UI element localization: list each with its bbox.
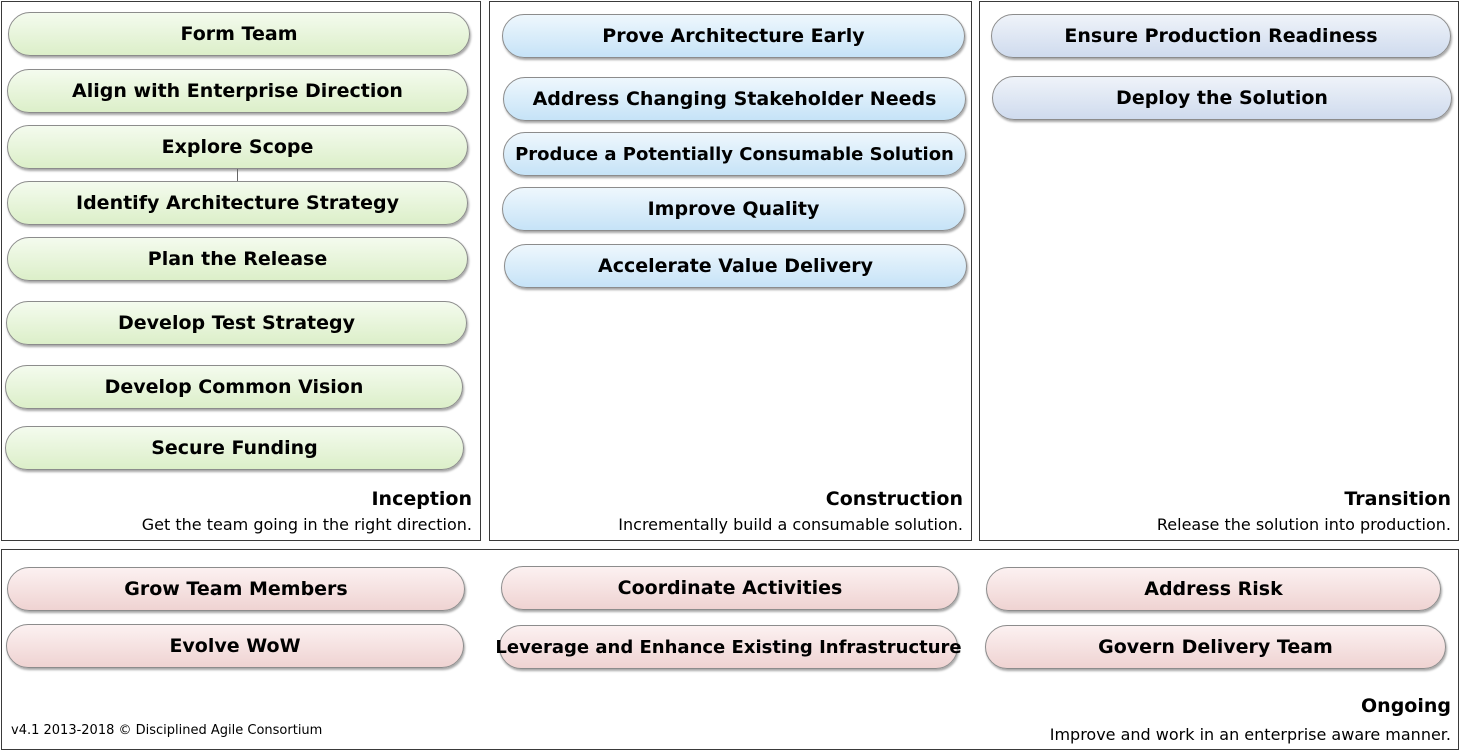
- goal-prove-architecture-early[interactable]: Prove Architecture Early: [502, 14, 965, 58]
- goal-improve-quality[interactable]: Improve Quality: [502, 187, 965, 231]
- transition-description: Release the solution into production.: [1156, 515, 1451, 534]
- inception-description: Get the team going in the right directio…: [141, 515, 472, 534]
- goal-govern-delivery-team[interactable]: Govern Delivery Team: [985, 625, 1446, 669]
- construction-title: Construction: [825, 488, 963, 510]
- goal-develop-common-vision[interactable]: Develop Common Vision: [5, 365, 463, 409]
- goal-develop-test-strategy[interactable]: Develop Test Strategy: [6, 301, 467, 345]
- goal-connector-line: [237, 169, 238, 181]
- goal-accelerate-value-delivery[interactable]: Accelerate Value Delivery: [504, 244, 967, 288]
- goal-coordinate-activities[interactable]: Coordinate Activities: [501, 566, 959, 610]
- goal-evolve-wow[interactable]: Evolve WoW: [6, 624, 464, 668]
- inception-title: Inception: [371, 488, 472, 510]
- goal-form-team[interactable]: Form Team: [8, 12, 470, 56]
- goal-secure-funding[interactable]: Secure Funding: [5, 426, 464, 470]
- ongoing-description: Improve and work in an enterprise aware …: [1049, 725, 1451, 744]
- goal-leverage-and-enhance-existing-infrastructure[interactable]: Leverage and Enhance Existing Infrastruc…: [495, 625, 962, 669]
- transition-title: Transition: [1344, 488, 1451, 510]
- goal-grow-team-members[interactable]: Grow Team Members: [7, 567, 465, 611]
- goal-address-changing-stakeholder-needs[interactable]: Address Changing Stakeholder Needs: [503, 77, 966, 121]
- goal-identify-architecture-strategy[interactable]: Identify Architecture Strategy: [7, 181, 468, 225]
- goal-explore-scope[interactable]: Explore Scope: [7, 125, 468, 169]
- goal-address-risk[interactable]: Address Risk: [986, 567, 1441, 611]
- goal-ensure-production-readiness[interactable]: Ensure Production Readiness: [991, 14, 1451, 58]
- goal-deploy-the-solution[interactable]: Deploy the Solution: [992, 76, 1452, 120]
- construction-description: Incrementally build a consumable solutio…: [618, 515, 963, 534]
- goal-align-with-enterprise-direction[interactable]: Align with Enterprise Direction: [7, 69, 468, 113]
- ongoing-title: Ongoing: [1361, 695, 1451, 717]
- copyright-notice: v4.1 2013-2018 © Disciplined Agile Conso…: [11, 723, 323, 738]
- goal-plan-the-release[interactable]: Plan the Release: [7, 237, 468, 281]
- goal-produce-potentially-consumable-solution[interactable]: Produce a Potentially Consumable Solutio…: [503, 132, 966, 176]
